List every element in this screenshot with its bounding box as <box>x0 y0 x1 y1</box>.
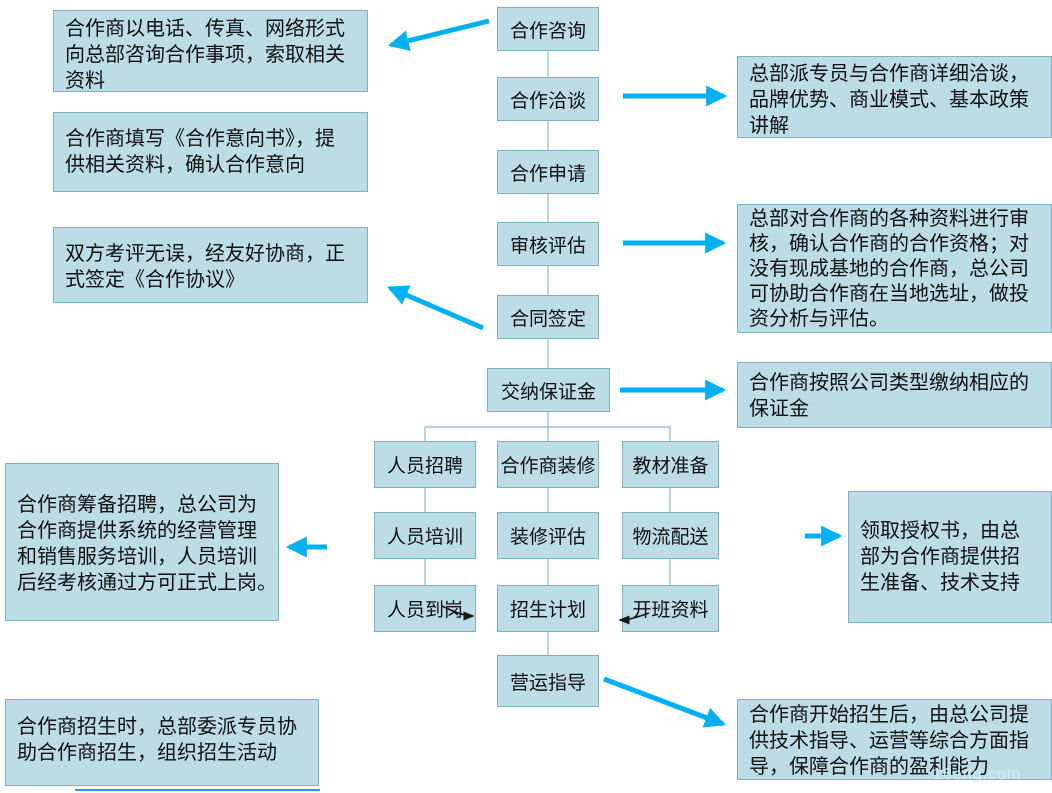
step-logistics-delivery: 物流配送 <box>622 512 719 559</box>
step-class-opening-materials: 开班资料 <box>622 585 719 632</box>
note-intention-form: 合作商填写《合作意向书》，提 供相关资料，确认合作意向 <box>53 112 368 192</box>
step-review-evaluation: 审核评估 <box>497 222 599 266</box>
note-deposit-detail: 合作商按照公司类型缴纳相应的 保证金 <box>737 362 1052 428</box>
step-cooperation-application: 合作申请 <box>497 150 599 194</box>
arrow-operation-to-right-note-icon <box>603 676 726 728</box>
watermark-text: 16eng.com <box>933 766 1022 783</box>
step-cooperation-negotiation: 合作洽谈 <box>497 77 599 121</box>
note-authorization-grant: 领取授权书，由总 部为合作商提供招 生准备、技术支持 <box>848 491 1052 623</box>
step-staff-onboarding: 人员到岗 <box>374 585 476 632</box>
step-contract-signing: 合同签定 <box>497 295 599 339</box>
step-enrollment-plan: 招生计划 <box>497 585 599 632</box>
connector-lines <box>424 51 671 655</box>
note-training-support: 合作商筹备招聘，总公司为 合作商提供系统的经营管理 和销售服务培训，人员培训 后… <box>5 463 279 621</box>
step-decoration-evaluation: 装修评估 <box>497 512 599 559</box>
step-deposit-payment: 交纳保证金 <box>487 368 610 412</box>
note-operation-support: 合作商开始招生后，由总公司提 供技术指导、运营等综合方面指 导，保障合作商的盈利… <box>737 699 1052 780</box>
arrow-consult-to-left-note-icon <box>387 18 490 51</box>
arrow-contract-to-left-note-icon <box>387 285 484 331</box>
note-review-detail: 总部对合作商的各种资料进行审 核，确认合作商的合作资格；对 没有现成基地的合作商… <box>737 204 1052 333</box>
note-negotiation-detail: 总部派专员与合作商详细洽谈， 品牌优势、商业模式、基本政策 讲解 <box>737 56 1052 138</box>
note-agreement-signing: 双方考评无误，经友好协商，正 式签定《合作协议》 <box>53 227 368 303</box>
step-operation-guidance: 营运指导 <box>497 655 599 707</box>
step-partner-decoration: 合作商装修 <box>497 441 599 488</box>
step-staff-training: 人员培训 <box>374 512 476 559</box>
bottom-blue-line <box>75 789 320 791</box>
note-enrollment-assist: 合作商招生时，总部委派专员协 助合作商招生，组织招生活动 <box>5 699 319 786</box>
step-cooperation-consult: 合作咨询 <box>497 7 599 51</box>
step-staff-recruitment: 人员招聘 <box>374 441 476 488</box>
step-teaching-material-prep: 教材准备 <box>622 441 719 488</box>
note-consult-method: 合作商以电话、传真、网络形式 向总部咨询合作事项，索取相关 资料 <box>53 10 368 92</box>
